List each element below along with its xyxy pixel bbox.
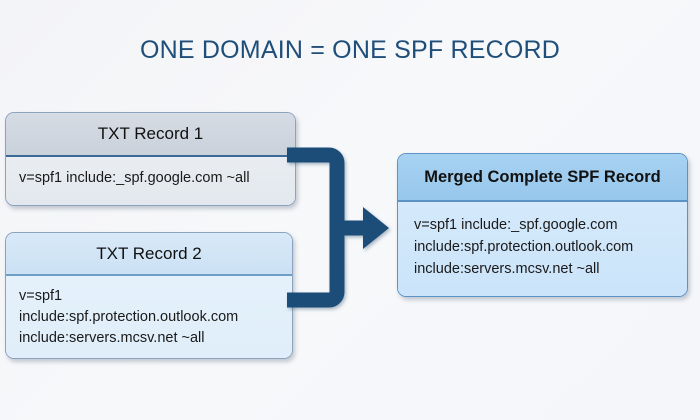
merged-record-body: v=spf1 include:_spf.google.com include:s… [398,202,687,296]
txt-record-1-header: TXT Record 1 [6,113,295,157]
page-title: ONE DOMAIN = ONE SPF RECORD [139,36,561,64]
txt-record-1-card: TXT Record 1 v=spf1 include:_spf.google.… [5,112,296,206]
txt-record-2-header: TXT Record 2 [6,233,292,276]
merged-record-card: Merged Complete SPF Record v=spf1 includ… [397,153,688,297]
merge-arrow-icon [287,147,389,308]
txt-record-1-body: v=spf1 include:_spf.google.com ~all [6,157,295,205]
merged-record-header: Merged Complete SPF Record [398,154,687,202]
txt-record-2-card: TXT Record 2 v=spf1 include:spf.protecti… [5,232,293,359]
txt-record-2-body: v=spf1 include:spf.protection.outlook.co… [6,276,292,358]
